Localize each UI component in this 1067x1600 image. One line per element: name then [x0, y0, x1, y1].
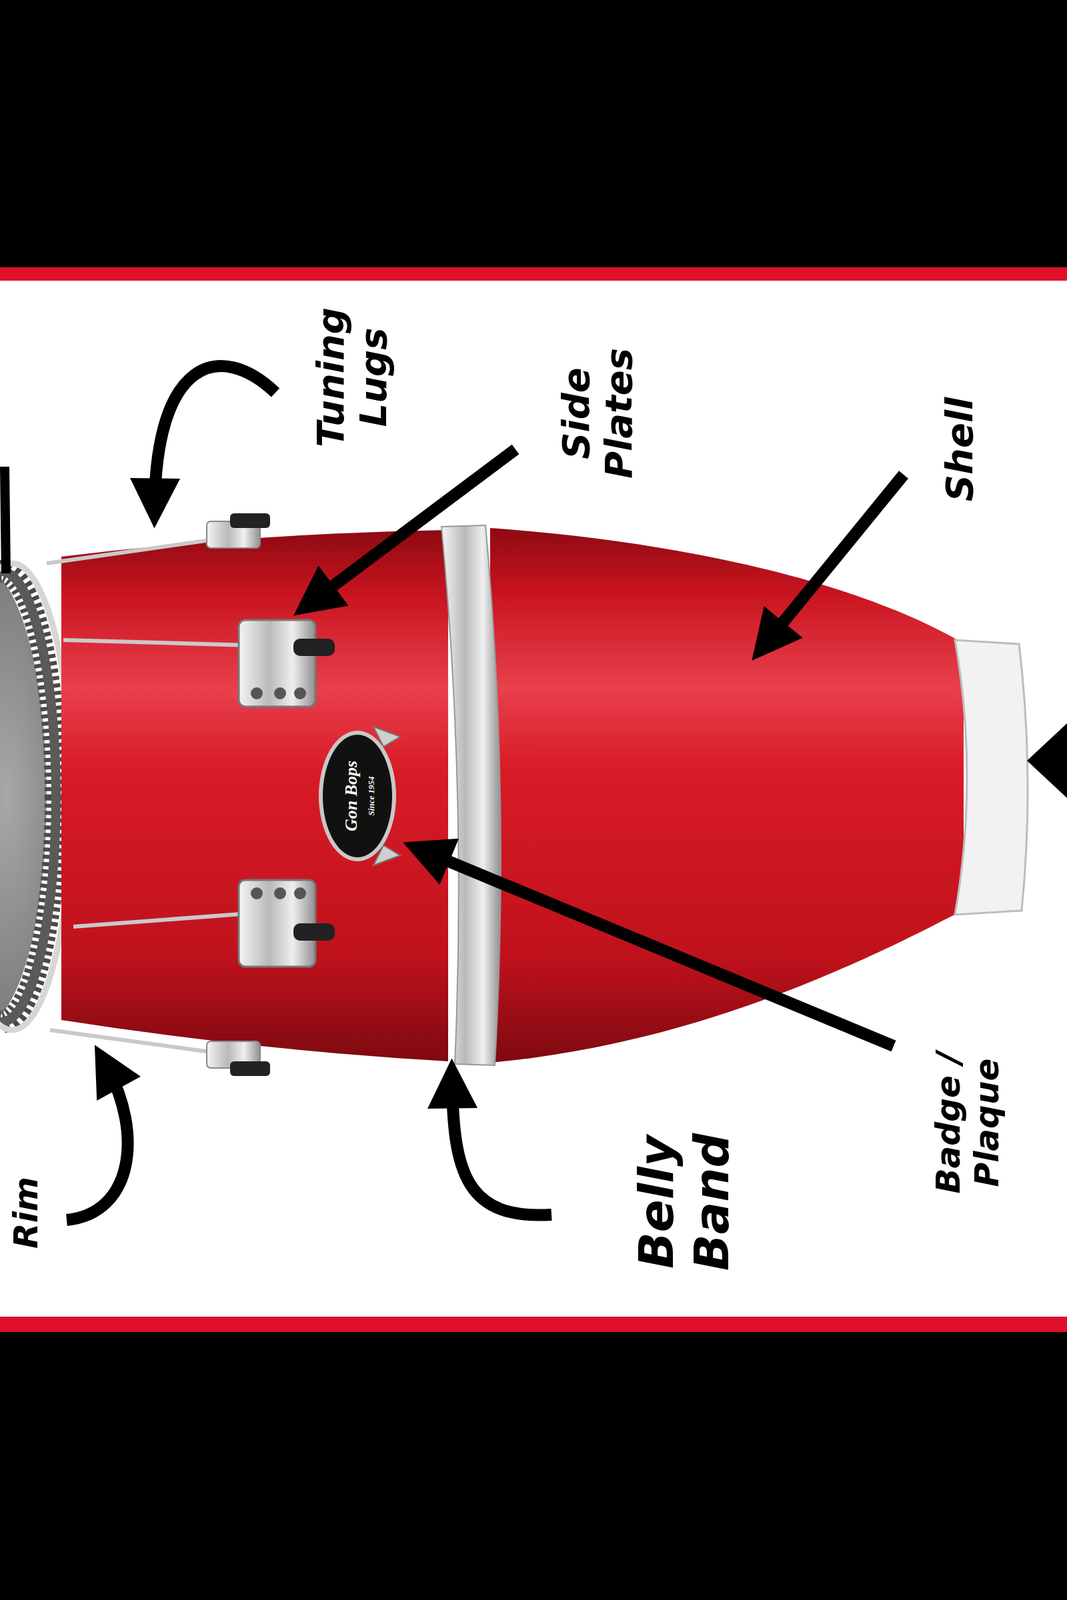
leader-arrows — [66, 366, 904, 1221]
badge-plaque — [318, 726, 401, 866]
side-plate — [238, 620, 335, 707]
red-rule — [0, 267, 1067, 281]
tuning-rods — [46, 538, 251, 1054]
partial-arrow — [1026, 723, 1067, 799]
white-panel — [0, 280, 1067, 1318]
part-label: Badge / Plaque — [929, 1022, 1007, 1224]
side-plate — [238, 880, 335, 967]
part-label: Rim — [7, 1177, 47, 1250]
upper-shell — [61, 530, 449, 1062]
part-label: Side Plates — [554, 336, 641, 491]
head-rim-ridges — [0, 571, 57, 1023]
chrome-crown — [0, 563, 73, 1031]
head-rim — [0, 571, 57, 1023]
partial-arrow — [0, 466, 11, 574]
tuning-lug — [206, 513, 271, 549]
badge-logo: Gon Bops — [341, 760, 362, 832]
belly-band — [441, 525, 501, 1066]
part-label: Shell — [938, 397, 981, 503]
part-label: Belly Band — [628, 1109, 740, 1296]
badge-subtext: Since 1954 — [366, 776, 377, 817]
red-rule — [0, 1317, 1067, 1333]
tuning-lug — [206, 1041, 271, 1077]
part-label: Tuning Lugs — [309, 290, 396, 465]
bottom-rim — [954, 640, 1028, 915]
